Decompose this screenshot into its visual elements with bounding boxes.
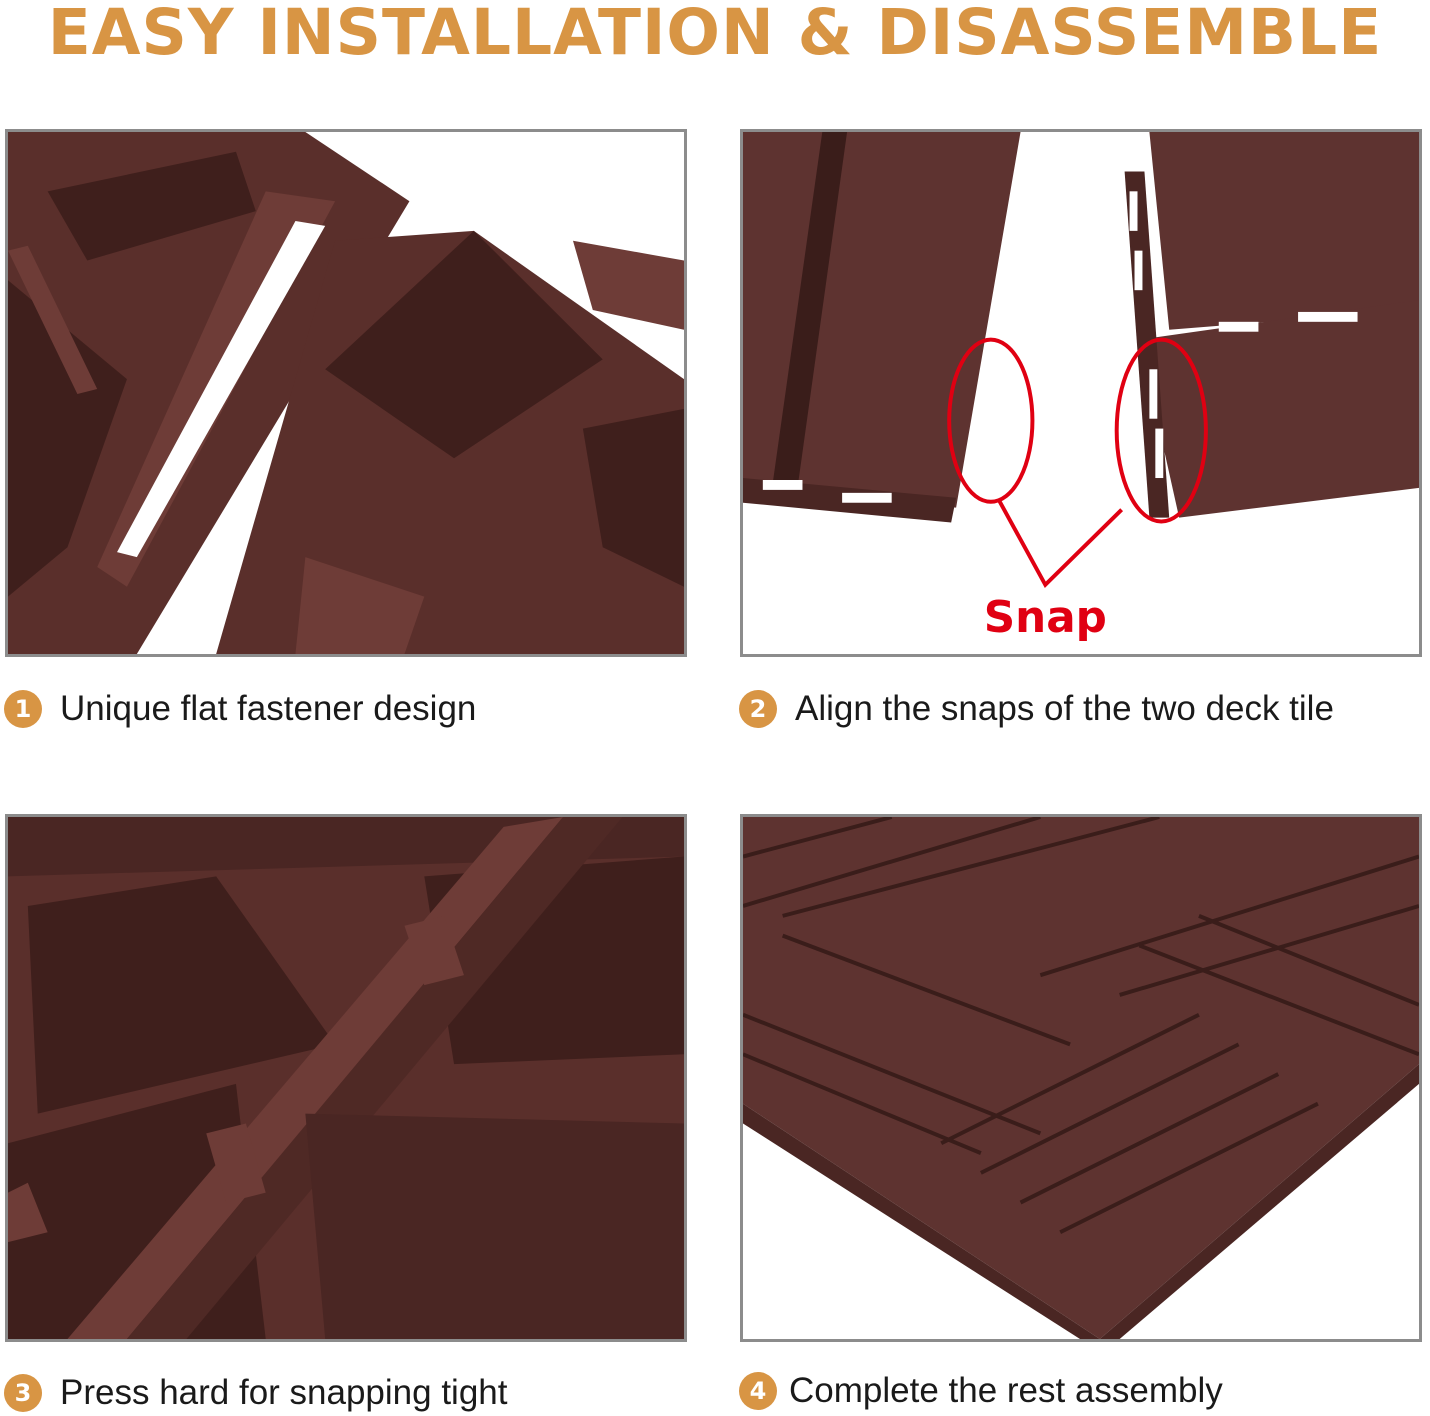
- step-4-image: [740, 814, 1422, 1342]
- step-caption-text: Complete the rest assembly: [789, 1371, 1223, 1410]
- step-1-image: [5, 129, 687, 657]
- step-caption-text: Press hard for snapping tight: [60, 1373, 508, 1412]
- step-number-badge: 3: [4, 1374, 42, 1412]
- step-3-image: [5, 814, 687, 1342]
- step-caption-text: Unique flat fastener design: [60, 689, 477, 728]
- step-3-caption: 3 Press hard for snapping tight: [4, 1370, 507, 1416]
- snap-annotation: Snap: [984, 593, 1107, 643]
- step-number-badge: 2: [739, 690, 777, 728]
- left-snap-highlight: [947, 337, 1035, 504]
- right-snap-highlight: [1114, 337, 1208, 524]
- fastener-underside-illustration: [8, 132, 684, 654]
- step-caption-text: Align the snaps of the two deck tile: [795, 689, 1334, 728]
- step-2-image: Snap: [740, 129, 1422, 657]
- pressing-snaps-illustration: [8, 817, 684, 1339]
- step-1-caption: 1 Unique flat fastener design: [4, 686, 476, 732]
- step-number-badge: 4: [739, 1372, 777, 1410]
- step-2-caption: 2 Align the snaps of the two deck tile: [739, 686, 1334, 732]
- aligning-tiles-illustration: Snap: [743, 132, 1419, 654]
- step-number-badge: 1: [4, 690, 42, 728]
- step-4-caption: 4 Complete the rest assembly: [739, 1368, 1223, 1414]
- page-title: EASY INSTALLATION & DISASSEMBLE: [47, 0, 1383, 69]
- assembled-deck-illustration: [743, 817, 1419, 1339]
